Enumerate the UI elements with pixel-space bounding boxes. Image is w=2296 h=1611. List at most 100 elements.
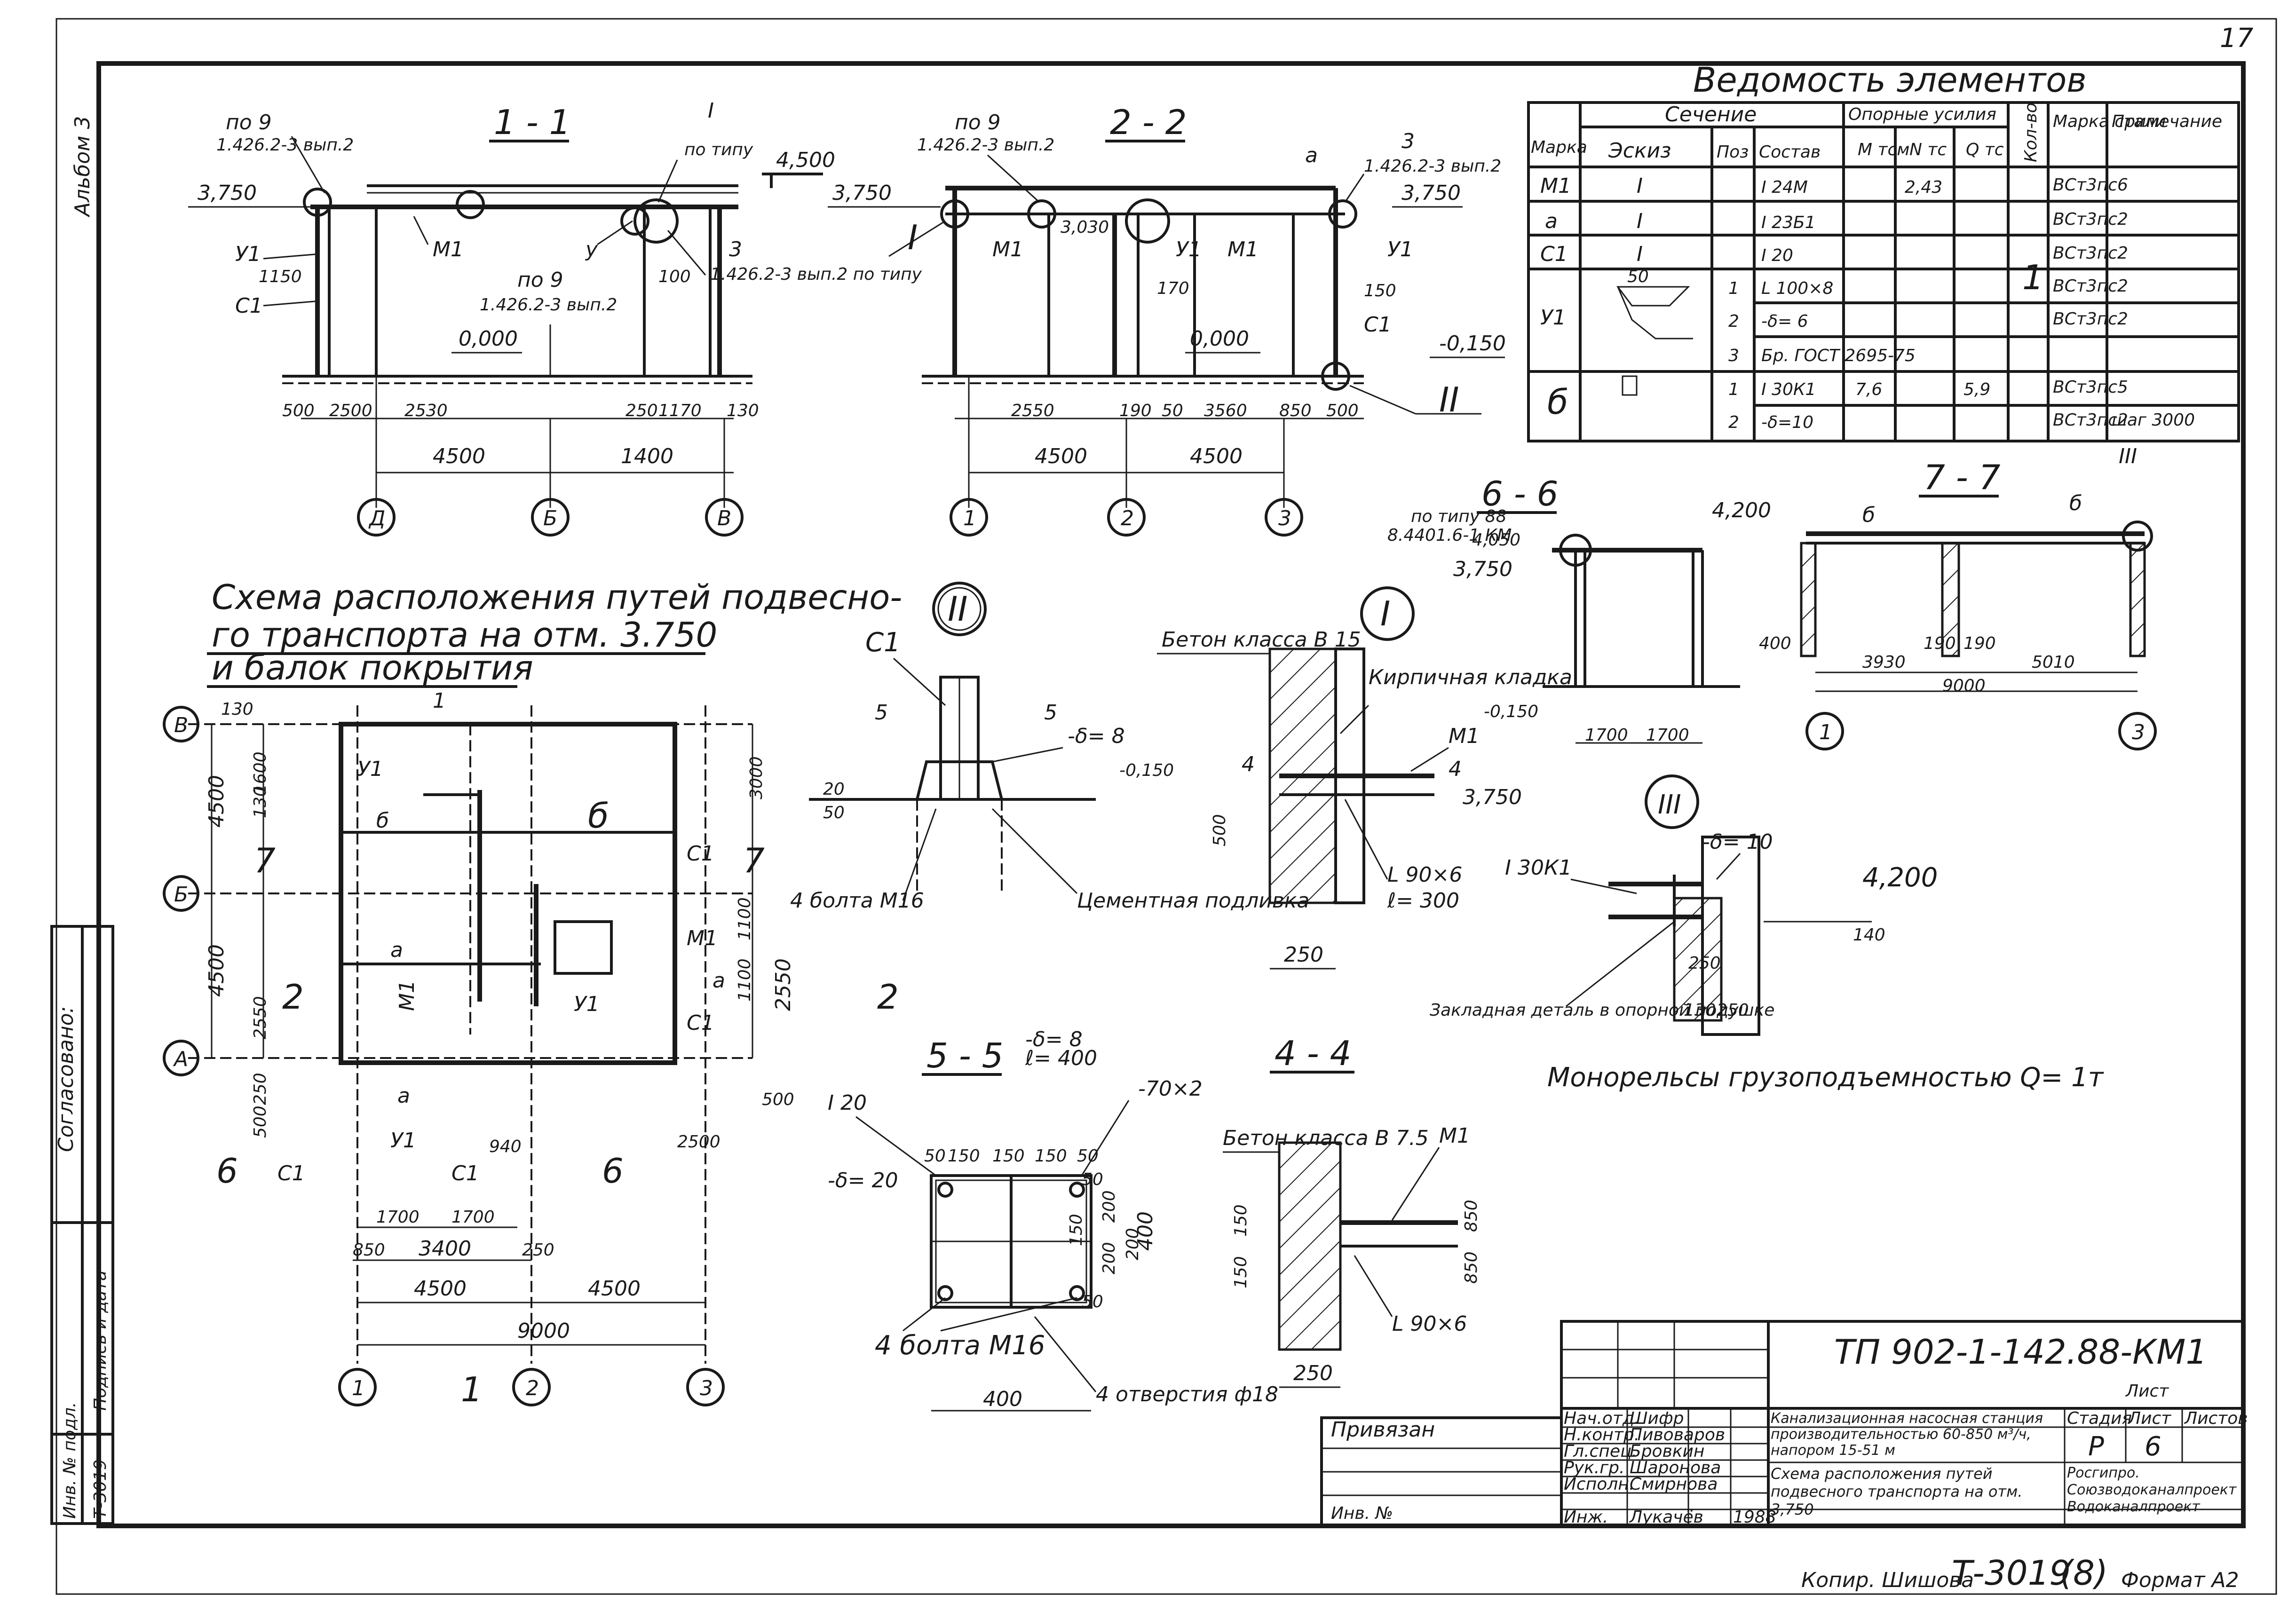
detail-II: II С1 5 5 -δ= 8 -0,150 4 болта М16 Цемен… [790,582,1309,913]
s55-delta20: -δ= 20 [828,1169,898,1192]
s55-d50a: 50 [924,1146,946,1166]
detail-I-500: 500 [1210,814,1229,846]
plan-d-500b: 500 [762,1090,794,1109]
s22-d-3560: 3560 [1204,401,1247,420]
s66-4050: 4,050 [1472,530,1520,550]
s11-ref-mid: 1.426.2-3 вып.2 [480,295,617,315]
detail-II-delta8: -δ= 8 [1068,724,1125,748]
plan-title-1: Схема расположения путей подвесно- [212,577,902,617]
footer: Копир. Шишова Т-3019 (8) Формат А2 [1801,1553,2239,1593]
s55-d150c: 150 [1035,1146,1067,1166]
section-2-2-title: 2 - 2 [1110,103,1187,142]
p-name-1: Пивоваров [1630,1425,1725,1445]
row-C1-steel: ВСт3пс2 [2053,244,2128,263]
section-6-6: 6 - 6 по типу 88 8.4401.6-1 КМ 4,050 3,7… [1387,474,1740,745]
cut-7-left: 7 [254,841,276,880]
s77-190b: 190 [1963,634,1996,653]
row-b-pos1: 1 [1728,380,1739,399]
plan-d-2550b: 2550 [771,958,795,1011]
plan-d-850: 850 [353,1240,385,1260]
title-inv: Инв. № [1331,1504,1393,1523]
inner-frame [96,61,2246,1528]
s77-d-9000: 9000 [1942,676,1986,695]
s22-a: а [1305,143,1318,167]
detail-I: I Бетон класса В 15 Кирпичная кладка -0,… [1157,586,1572,970]
p-name-0: Шифр [1630,1409,1684,1428]
section-4-4-title: 4 - 4 [1275,1034,1351,1073]
s55-d50c: 50 [1082,1292,1103,1311]
row-C1-comp: I 20 [1761,246,1793,265]
plan-a-left: а [390,938,403,962]
detail-III-130: 130 [1684,1001,1716,1020]
detail-III-140: 140 [1853,925,1885,945]
row-U1-pos2: 2 [1728,312,1739,331]
s77-b-right: б [2069,491,2082,515]
detail-III-delta10: -δ= 10 [1702,830,1773,854]
plan-d-4500b: 4500 [205,944,229,997]
s11-po9-top: по 9 [226,111,272,134]
hdr-steel: Марка стали [2053,112,2166,131]
hdr-qty: Кол-во [2021,103,2041,162]
plan-d-4500d: 4500 [588,1277,641,1301]
s22-C1: С1 [1364,313,1392,337]
s55-d150b: 150 [992,1146,1025,1166]
plan-U1-bottom: У1 [390,1129,416,1153]
detail-I-m0150: -0,150 [1484,702,1538,721]
footer-part: (8) [2060,1553,2108,1593]
s55-d50b: 50 [1077,1146,1099,1166]
s22-U1: У1 [1176,237,1202,261]
row-b-comp1: I 30К1 [1761,380,1816,399]
p-role-0: Нач.отд. [1564,1409,1639,1428]
stamp-code: Т-3019 [91,1459,110,1519]
plan-d-4500a: 4500 [205,775,229,828]
s77-d-5010: 5010 [2032,653,2075,672]
plan-axis-V: В [174,713,188,737]
s11-C1: С1 [235,294,263,318]
row-b-note: шаг 3000 [2112,411,2195,430]
plan-title-2: го транспорта на отм. 3.750 [212,615,717,655]
s11-3: 3 [729,237,742,261]
s55-bolts: 4 болта М16 [875,1330,1045,1361]
plan-axis-2: 2 [526,1376,539,1400]
row-U1-comp2: -δ= 6 [1761,312,1808,331]
s77-axis-3: 3 [2132,720,2145,744]
section-1-1: 1 - 1 по 9 1.426.2-3 вып.2 I по типу 4,5… [188,99,922,537]
row-M1-n: 2,43 [1905,178,1942,197]
plan-U1-a: У1 [357,757,383,781]
row-b-q: 5,9 [1963,380,1990,399]
footer-format: Формат А2 [2121,1568,2239,1592]
s77-d-3930: 3930 [1862,653,1906,672]
section-2-2: 2 - 2 по 9 1.426.2-3 вып.2 3,750 I М1 3,… [828,103,1506,537]
row-b-m: 7,6 [1855,380,1882,399]
section-5-5-title: 5 - 5 [926,1036,1003,1075]
row-U1-pos1: 1 [1728,279,1739,298]
s11-po9-mid: по 9 [517,268,563,292]
title-sheet-hdr: Лист [2127,1409,2171,1428]
detail-III-title: III [1658,790,1681,820]
row-U1-steel1: ВСт3пс2 [2053,276,2128,296]
s66-d-1700a: 1700 [1585,726,1628,745]
hdr-sketch: Эскиз [1608,139,1671,163]
stamp-inv: Инв. № подл. [60,1402,79,1519]
cut-2-left: 2 [282,977,304,1017]
s22-elev-m0150: -0,150 [1439,332,1506,355]
s11-d-1170: 1170 [658,401,702,420]
footer-code: Т-3019 [1952,1553,2071,1593]
s44-250: 250 [1293,1361,1333,1385]
detail-III-250a: 250 [1688,954,1721,973]
detail-I-brick: Кирпичная кладка [1369,665,1572,689]
plan-axis-1: 1 [352,1376,365,1400]
hdr-pos: Поз [1717,142,1749,162]
plan-M1-right: М1 [687,926,718,950]
row-M1-comp: I 24М [1761,178,1808,197]
hdr-note: Примечание [2112,112,2222,131]
row-M1-steel: ВСт3пс6 [2053,175,2128,195]
detail-I-concrete: Бетон класса В 15 [1162,628,1361,652]
s22-ref-right: 1.426.2-3 вып.2 [1364,157,1501,176]
p-role-3: Рук.гр. [1564,1458,1624,1477]
plan-d-9000: 9000 [517,1319,570,1343]
s66-3750: 3,750 [1453,557,1512,581]
cut-6-right: 6 [602,1151,624,1191]
s11-elev-4500: 4,500 [776,148,835,172]
